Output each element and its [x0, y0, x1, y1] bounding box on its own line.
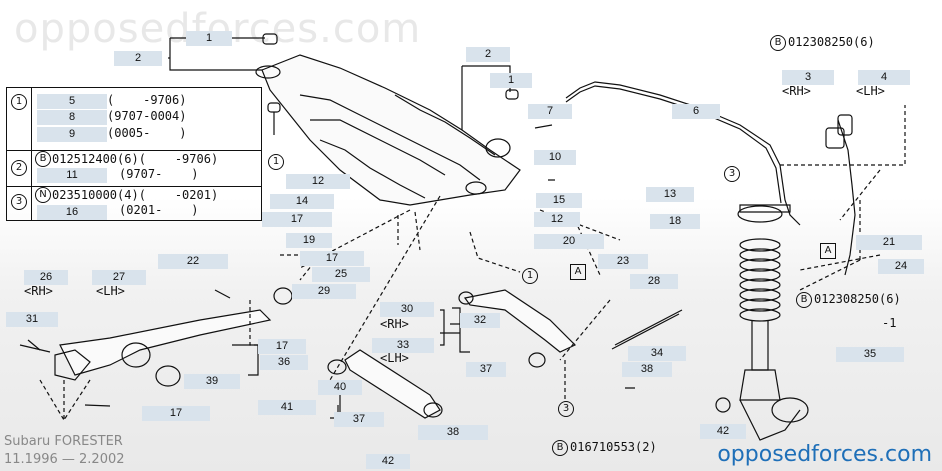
ref-marker-3a: 3 — [724, 166, 740, 182]
callout-13[interactable]: 13 — [646, 187, 694, 202]
ref-marker-1a: 1 — [268, 154, 284, 170]
callout-27[interactable]: 27 — [92, 270, 146, 285]
legend-code-prefix-n: N — [35, 187, 51, 203]
label-rh-3: <RH> — [782, 84, 811, 98]
callout-7[interactable]: 7 — [528, 104, 572, 119]
label-rh-30: <RH> — [380, 317, 409, 331]
ref-box-a-left: A — [570, 264, 586, 280]
callout-37[interactable]: 37 — [466, 362, 506, 377]
callout-24[interactable]: 24 — [878, 259, 924, 274]
callout-12b[interactable]: 12 — [534, 212, 580, 227]
legend-marker-2: 2 — [11, 160, 27, 176]
callout-33[interactable]: 33 — [372, 338, 434, 353]
callout-29[interactable]: 29 — [292, 284, 356, 299]
legend-code-prefix-b: B — [35, 151, 51, 167]
callout-1[interactable]: 1 — [186, 31, 232, 46]
legend-date-5: ( -9706) — [107, 93, 187, 107]
callout-32[interactable]: 32 — [460, 313, 500, 328]
brand-logo: opposedforces.com — [717, 442, 932, 467]
callout-17b[interactable]: 17 — [300, 251, 364, 266]
callout-2[interactable]: 2 — [114, 51, 162, 66]
callout-38b[interactable]: 38 — [418, 425, 488, 440]
callout-10[interactable]: 10 — [534, 150, 576, 165]
vehicle-model: Subaru FORESTER — [4, 434, 123, 449]
legend-date-16: (0201- ) — [119, 203, 199, 217]
legend-row-2 — [7, 150, 261, 187]
legend-part-11[interactable]: 11 — [37, 168, 107, 183]
callout-4[interactable]: 4 — [858, 70, 910, 85]
callout-17d[interactable]: 17 — [142, 406, 210, 421]
callout-23[interactable]: 23 — [598, 254, 648, 269]
legend-divider — [31, 88, 32, 220]
legend-part-9[interactable]: 9 — [37, 127, 107, 142]
legend-table: 1 5 ( -9706) 8 (9707-0004) 9 (0005- ) 2 … — [6, 87, 262, 221]
callout-38[interactable]: 38 — [622, 362, 672, 377]
callout-37b[interactable]: 37 — [334, 412, 384, 427]
label-rh-26: <RH> — [24, 284, 53, 298]
legend-code-2: 012512400(6)( -9706) — [52, 152, 219, 166]
callout-21[interactable]: 21 — [856, 235, 922, 250]
callout-26[interactable]: 26 — [24, 270, 68, 285]
legend-marker-3: 3 — [11, 194, 27, 210]
part-code-top-right: 012308250(6) — [788, 35, 875, 49]
callout-30[interactable]: 30 — [380, 302, 434, 317]
ref-box-a-right: A — [820, 243, 836, 259]
ref-marker-3b: 3 — [558, 401, 574, 417]
legend-code-3: 023510000(4)( -0201) — [52, 188, 219, 202]
vehicle-years: 11.1996 — 2.2002 — [4, 452, 125, 467]
label-lh-27: <LH> — [96, 284, 125, 298]
legend-row-3 — [7, 186, 261, 221]
callout-42b[interactable]: 42 — [700, 424, 746, 439]
legend-part-16[interactable]: 16 — [37, 205, 107, 220]
label-lh-33: <LH> — [380, 351, 409, 365]
part-code-mid-right: 012308250(6) — [814, 292, 901, 306]
code-prefix-b-mid: B — [796, 292, 812, 308]
callout-15[interactable]: 15 — [536, 193, 582, 208]
callout-35[interactable]: 35 — [836, 347, 904, 362]
legend-date-8: (9707-0004) — [107, 109, 187, 123]
ref-marker-1b: 1 — [522, 268, 538, 284]
callout-17c[interactable]: 17 — [258, 339, 306, 354]
callout-25[interactable]: 25 — [312, 267, 370, 282]
callout-41[interactable]: 41 — [258, 400, 316, 415]
callout-28[interactable]: 28 — [630, 274, 678, 289]
part-code-suffix: -1 — [882, 316, 897, 330]
callout-2b[interactable]: 2 — [466, 47, 510, 62]
callout-14[interactable]: 14 — [270, 194, 334, 209]
code-prefix-b-bottom: B — [552, 440, 568, 456]
callout-42[interactable]: 42 — [366, 454, 410, 469]
callout-6[interactable]: 6 — [672, 104, 720, 119]
callout-22[interactable]: 22 — [158, 254, 228, 269]
callout-18[interactable]: 18 — [650, 214, 700, 229]
legend-date-9: (0005- ) — [107, 126, 187, 140]
callout-3[interactable]: 3 — [782, 70, 834, 85]
part-code-bottom: 016710553(2) — [570, 440, 657, 454]
callout-12[interactable]: 12 — [286, 174, 350, 189]
legend-part-8[interactable]: 8 — [37, 110, 107, 125]
legend-part-5[interactable]: 5 — [37, 94, 107, 109]
callout-36[interactable]: 36 — [260, 355, 308, 370]
label-lh-4: <LH> — [856, 84, 885, 98]
callout-1b[interactable]: 1 — [490, 73, 532, 88]
callout-19[interactable]: 19 — [286, 233, 332, 248]
legend-marker-1: 1 — [11, 94, 27, 110]
callout-20[interactable]: 20 — [534, 234, 604, 249]
callout-40[interactable]: 40 — [318, 380, 362, 395]
callout-34[interactable]: 34 — [628, 346, 686, 361]
legend-date-11: (9707- ) — [119, 167, 199, 181]
code-prefix-b-top: B — [770, 35, 786, 51]
callout-17[interactable]: 17 — [262, 212, 332, 227]
callout-31[interactable]: 31 — [6, 312, 58, 327]
callout-39[interactable]: 39 — [184, 374, 240, 389]
